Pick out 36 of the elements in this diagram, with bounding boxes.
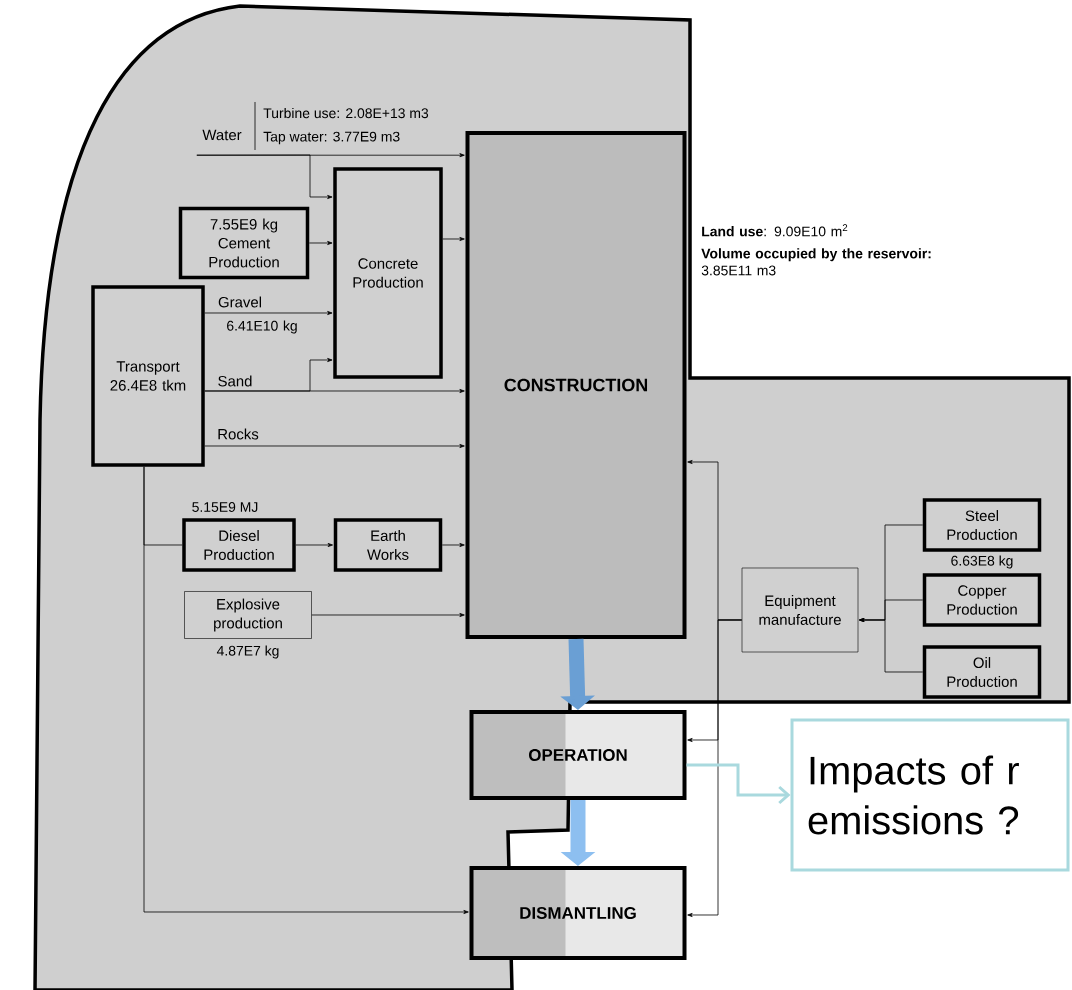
quantity-label: 5.15E9 MJ (192, 502, 258, 512)
quantity-label: 4.87E7 kg (216, 645, 279, 659)
arrow (442, 237, 465, 241)
arrow (143, 466, 469, 914)
process-box: Equipment manufacture (741, 567, 859, 653)
process-box: Diesel Production (182, 518, 296, 572)
annotation-text: 6.41E10 kg (227, 320, 297, 334)
process-box: Oil Production (922, 645, 1042, 699)
water-label: Water (202, 129, 242, 141)
annotation-text: Volume occupied by the reservoir: 3.85E11 m3 (701, 248, 931, 276)
quantity-label: Tap water: 3.77E9 m3 (263, 131, 400, 145)
quantity-label: Turbine use: 2.08E+13 m3 (263, 107, 429, 119)
process-box: Copper Production (922, 573, 1042, 627)
arrow (295, 543, 333, 547)
process-box: Explosive production (184, 591, 312, 639)
process-box: Steel Production (922, 498, 1042, 552)
arrow (308, 241, 333, 245)
arrow (204, 358, 333, 392)
annotation-text: Land use: 9.09E10 m$^{2}$ (702, 224, 848, 237)
arrow (204, 311, 333, 315)
arrow (204, 444, 465, 448)
arrow (196, 154, 333, 199)
process-box: Transport 26.4E8 tkm (91, 285, 205, 467)
arrow (311, 613, 465, 617)
block-arrow (686, 763, 791, 805)
arrow (859, 618, 924, 673)
stage-box: CONSTRUCTION (465, 131, 687, 639)
arrow (441, 543, 465, 547)
process-box: Earth Works (333, 518, 443, 572)
arrow (687, 619, 743, 917)
callout-box: Impacts of r emissions ? (790, 718, 1070, 872)
process-box: 7.55E9 kg Cement Production (178, 206, 310, 280)
stage-box: DISMANTLING (469, 866, 687, 960)
stage-box: OPERATION (469, 710, 687, 800)
quantity-label: 6.63E8 kg (951, 555, 1013, 569)
process-box: Concrete Production (333, 167, 443, 379)
